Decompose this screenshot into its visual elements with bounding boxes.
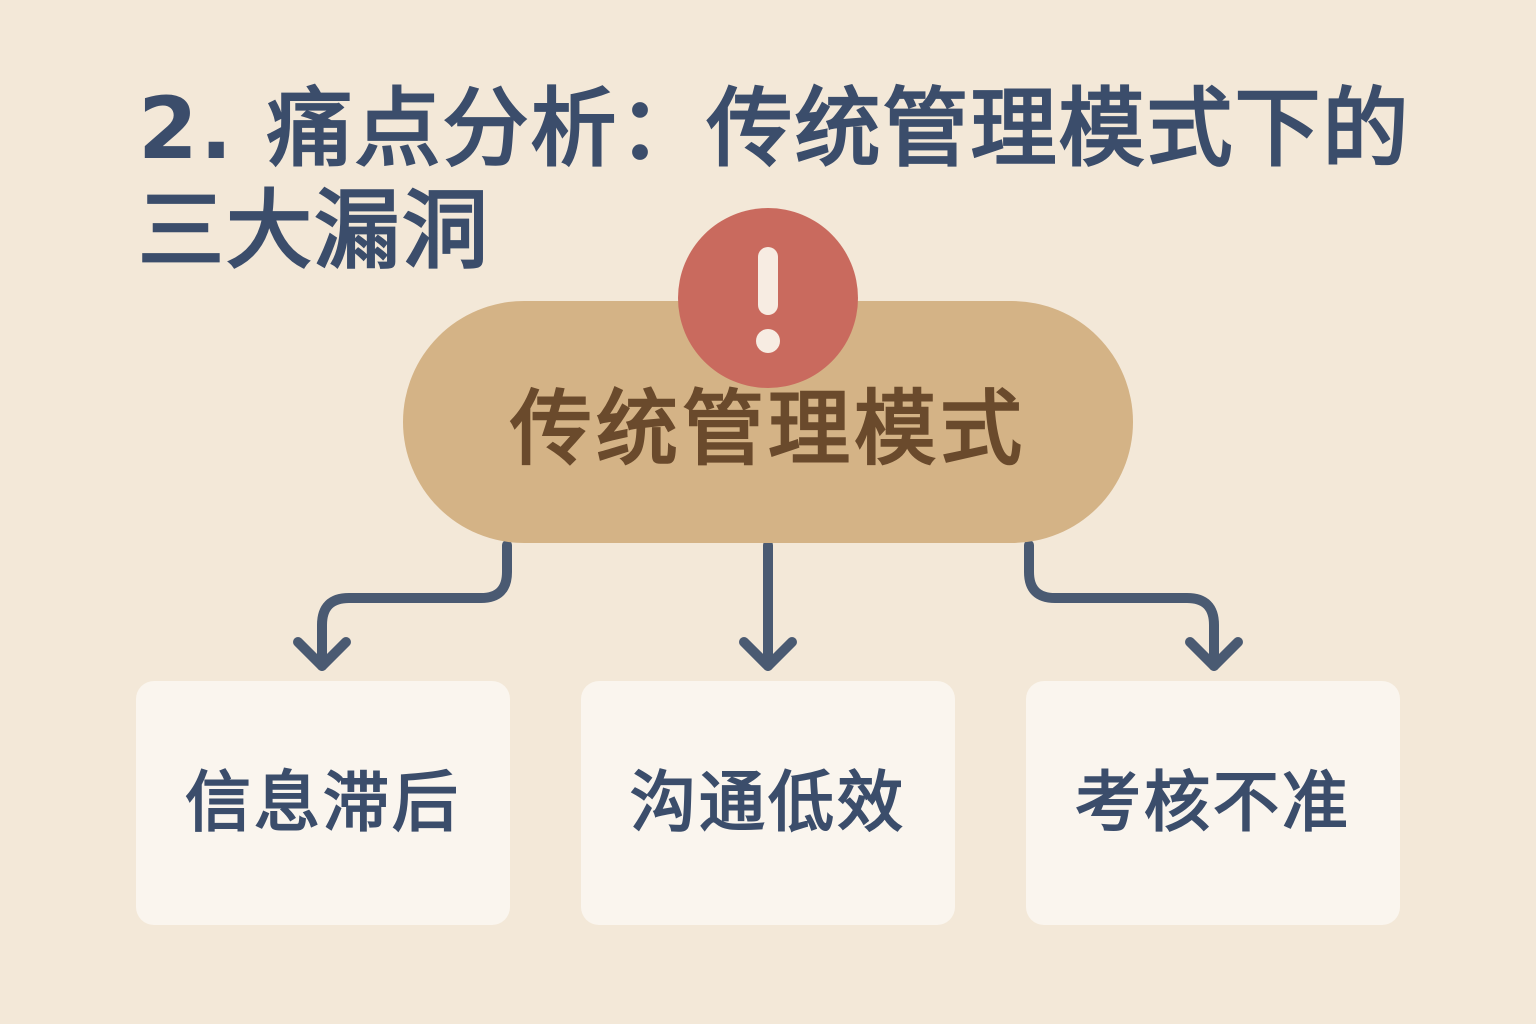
issue-box-1 <box>136 681 510 925</box>
issue-box-2 <box>581 681 955 925</box>
arrowhead-right <box>1185 637 1243 671</box>
issue-label-2: 沟通低效 <box>630 764 906 841</box>
central-node-label: 传统管理模式 <box>509 382 1026 477</box>
issue-label-1: 信息滞后 <box>185 764 461 841</box>
arrowhead-left <box>293 637 351 671</box>
arrowhead-center <box>739 637 797 671</box>
arrow-left <box>317 540 512 671</box>
exclamation-dot <box>756 329 780 353</box>
issue-box-3 <box>1026 681 1400 925</box>
issue-label-3: 考核不准 <box>1075 764 1351 841</box>
page-title: 2. 痛点分析：传统管理模式下的三大漏洞 <box>138 79 1411 281</box>
arrow-right <box>1024 540 1219 671</box>
exclamation-bar <box>758 247 778 315</box>
